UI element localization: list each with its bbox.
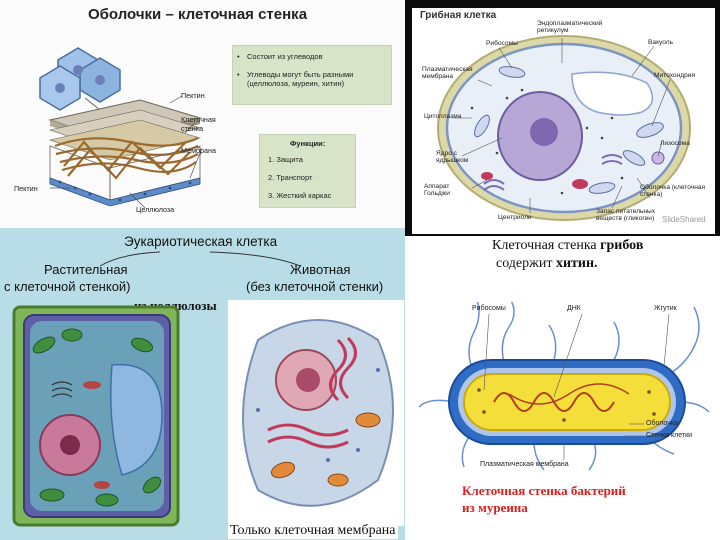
animal-cell-illustration bbox=[228, 300, 404, 526]
bacteria-label-dna: ДНК bbox=[567, 305, 581, 312]
label-pectin-bottom: Пектин bbox=[14, 184, 38, 193]
functions-title: Функции: bbox=[290, 139, 326, 148]
fungal-caption-bold-2: хитин. bbox=[555, 256, 598, 271]
bacteria-wall-caption: Клеточная стенка бактерий из муреина bbox=[462, 482, 626, 516]
animal-sublabel: (без клеточной стенки) bbox=[246, 279, 384, 294]
panel-title: Оболочки – клеточная стенка bbox=[88, 6, 308, 23]
composition-item: Состоит из углеводов bbox=[247, 52, 323, 61]
slideshare-watermark: SlideShared bbox=[662, 215, 706, 224]
cell-wall-layers-icon bbox=[48, 99, 202, 207]
fungal-label-golgi: Аппарат Гольджи bbox=[424, 183, 450, 197]
eukaryotic-title: Эукариотическая клетка bbox=[124, 234, 278, 249]
composition-item: Углеводы могут быть разными (целлюлоза, … bbox=[247, 70, 354, 88]
function-item: 2. Транспорт bbox=[268, 173, 313, 182]
fungal-wall-caption: Клеточная стенка грибов содержит хитин. bbox=[492, 237, 643, 273]
fungal-label-centrioles: Центриоли bbox=[498, 214, 532, 221]
fungal-label-er: Эндоплазматический ретикулум bbox=[537, 20, 603, 34]
label-cell-wall: Клеточная стенка bbox=[181, 115, 216, 133]
fungal-caption-text-2: содержит bbox=[496, 256, 556, 271]
fungal-label-wall: Оболочка (клеточная стенка) bbox=[640, 184, 706, 198]
fungal-label-cytoplasm: Цитоплазма bbox=[424, 113, 462, 120]
fungal-label-glycogen: Запас питательных веществ (гликоген) bbox=[596, 208, 656, 222]
fungal-cell-illustration bbox=[437, 35, 691, 221]
fungal-label-vacuole: Вакуоль bbox=[648, 39, 674, 46]
fungal-caption-text: Клеточная стенка bbox=[492, 238, 601, 253]
branch-arrows-icon bbox=[99, 251, 301, 267]
plant-cell-illustration bbox=[12, 305, 180, 527]
plant-cells-cluster-icon bbox=[39, 47, 121, 115]
membrane-note: Только клеточная мембрана bbox=[228, 523, 398, 539]
fungal-cell-title: Грибная клетка bbox=[420, 10, 497, 21]
function-item: 3. Жесткий каркас bbox=[268, 191, 332, 200]
plant-sublabel: с клеточной стенкой) bbox=[4, 279, 131, 294]
composition-box: • Состоит из углеводов • Углеводы могут … bbox=[232, 45, 392, 105]
bacteria-label-plasma-membrane: Плазматическая мембрана bbox=[480, 461, 569, 468]
function-item: 1. Защита bbox=[268, 155, 303, 164]
plant-label: Растительная bbox=[44, 262, 128, 277]
fungal-caption-bold: грибов bbox=[600, 238, 644, 253]
cell-wall-illustration bbox=[39, 47, 203, 209]
label-pectin-top: Пектин bbox=[181, 91, 205, 100]
fungal-label-lysosome: Лизосома bbox=[660, 140, 690, 147]
functions-box: Функции: 1. Защита 2. Транспорт 3. Жестк… bbox=[259, 134, 356, 208]
bacteria-label-ribosomes: Рибосомы bbox=[472, 305, 506, 312]
animal-label: Животная bbox=[290, 262, 351, 277]
bacteria-label-wall: Стенка клетки bbox=[646, 432, 693, 439]
bacterium-illustration bbox=[418, 302, 710, 471]
bacteria-label-flagellum: Жгутик bbox=[654, 305, 677, 312]
fungal-label-ribosomes: Рибосомы bbox=[486, 40, 518, 47]
bacteria-caption-line: Клеточная стенка бактерий bbox=[462, 483, 626, 498]
label-cellulose: Целлюлоза bbox=[136, 205, 175, 214]
bacteria-caption-line-2: из муреина bbox=[462, 500, 528, 515]
bacteria-label-capsule: Оболочка bbox=[646, 420, 678, 427]
fungal-label-plasma-membrane: Плазматическая мембрана bbox=[422, 66, 473, 80]
fungal-label-nucleus: Ядро с ядрышком bbox=[436, 150, 469, 164]
label-membrane: Мембрана bbox=[181, 146, 217, 155]
fungal-label-mitochondria: Митохондрия bbox=[654, 72, 696, 79]
